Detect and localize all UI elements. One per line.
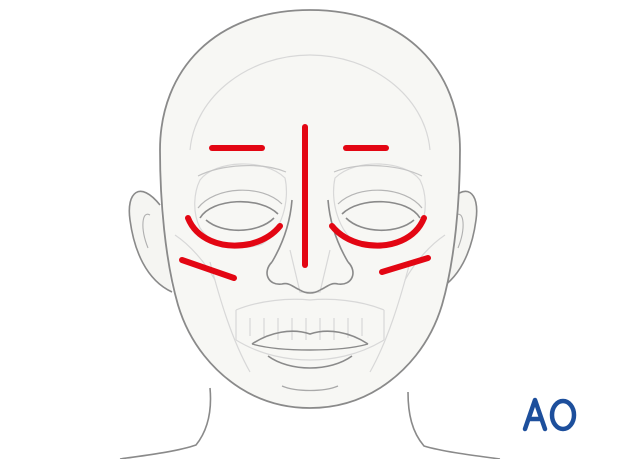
logo-letter-o: [549, 398, 577, 432]
right-cheek-incision: [379, 255, 431, 275]
head-outline: [159, 9, 461, 409]
right-eye: [337, 189, 423, 231]
nose: [266, 199, 354, 294]
chin-line: [281, 385, 339, 392]
left-cheek-incision: [179, 257, 237, 281]
mouth: [251, 330, 369, 369]
neck-outline: [119, 387, 501, 459]
left-eye: [197, 189, 283, 231]
right-lower-eyelid-incision: [329, 215, 427, 249]
skull-overlay: [174, 54, 446, 373]
left-lower-eyelid-incision: [185, 215, 283, 249]
logo-letter-a: [522, 397, 548, 432]
ao-logo: [522, 395, 578, 433]
